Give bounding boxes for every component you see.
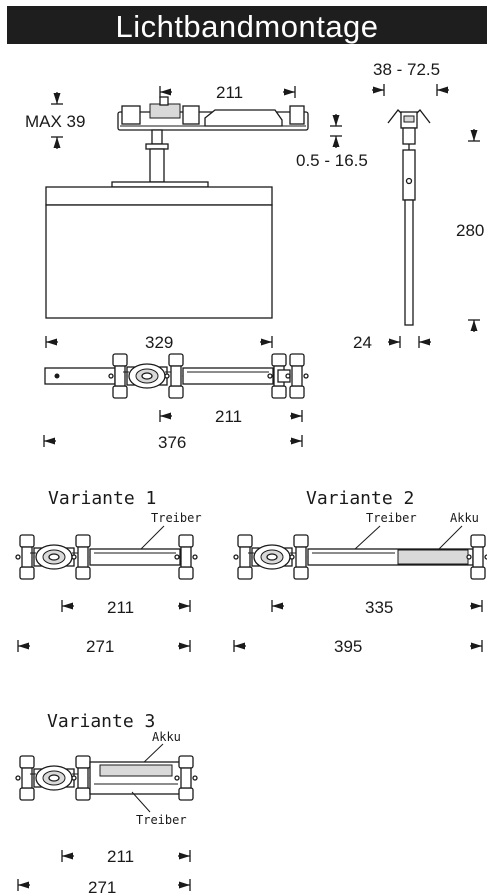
variant-2-title: Variante 2 <box>306 488 414 509</box>
variant-3-outer: 271 <box>88 878 116 894</box>
rod-width-label: 24 <box>353 333 372 352</box>
variant-1-inner: 211 <box>107 598 134 617</box>
side-view: 38 - 72.5 280 24 <box>353 60 484 352</box>
housing-top <box>45 186 273 206</box>
title-bar: Lichtbandmontage <box>7 6 487 44</box>
variant-3: Variante 3 Akku Treiber 211 271 <box>15 711 198 894</box>
variant-1: Variante 1 Treiber 211 271 <box>16 488 202 656</box>
front-view: MAX 39 211 0.5 - 16.5 329 <box>25 83 368 352</box>
variant-2-outer: 395 <box>334 637 362 656</box>
variant-1-title: Variante 1 <box>48 488 156 509</box>
variant-2-label-battery: Akku <box>450 511 479 525</box>
clamp-range-label: 38 - 72.5 <box>373 60 440 79</box>
rail-range-label: 0.5 - 16.5 <box>296 151 368 170</box>
top-width-label: 211 <box>216 83 243 102</box>
variant-3-title: Variante 3 <box>47 711 155 732</box>
housing-body <box>45 204 273 319</box>
box-width-label: 329 <box>145 333 173 352</box>
variant-2-label-driver: Treiber <box>366 511 417 525</box>
variant-3-label-driver: Treiber <box>136 813 187 827</box>
side-height-label: 280 <box>456 221 484 240</box>
plan-view: 211 376 <box>43 353 309 452</box>
plan-inner-label: 211 <box>215 407 242 426</box>
variant-3-label-battery: Akku <box>152 730 181 744</box>
variant-3-inner: 211 <box>107 847 134 866</box>
page-title: Lichtbandmontage <box>115 9 379 44</box>
variant-1-outer: 271 <box>86 637 114 656</box>
variant-1-label-driver: Treiber <box>151 511 202 525</box>
max-height-label: MAX 39 <box>25 112 85 131</box>
variant-2-inner: 335 <box>365 598 393 617</box>
plan-outer-label: 376 <box>158 433 186 452</box>
variant-2: Variante 2 Treiber Akku 335 395 <box>233 488 487 656</box>
